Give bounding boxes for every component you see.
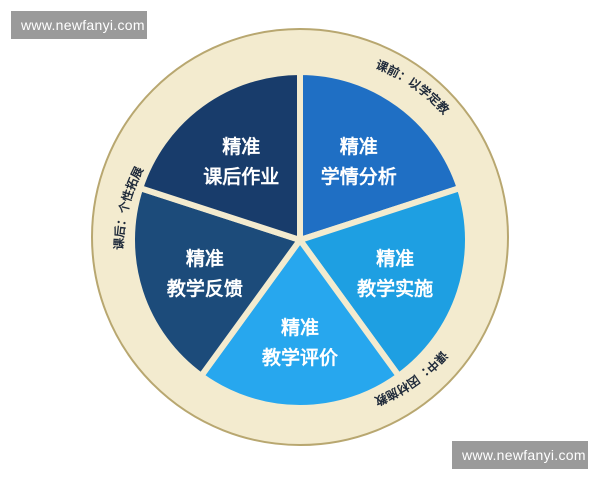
watermark-bottom: www.newfanyi.com <box>452 441 588 469</box>
segment-homework <box>136 68 303 245</box>
segment-analysis-line2: 学情分析 <box>321 165 397 188</box>
segment-evaluation-line2: 教学评价 <box>262 346 339 369</box>
segment-feedback-line1: 精准 <box>186 247 224 270</box>
segment-evaluation-line1: 精准 <box>281 316 319 339</box>
segment-implementation-line2: 教学实施 <box>357 277 433 300</box>
segment-implementation <box>295 184 471 381</box>
segment-implementation-line1: 精准 <box>376 247 414 270</box>
segment-feedback-line2: 教学反馈 <box>167 277 243 300</box>
watermark-top: www.newfanyi.com <box>11 11 147 39</box>
segment-feedback <box>129 184 305 381</box>
segment-analysis-line1: 精准 <box>340 135 378 158</box>
segment-evaluation <box>197 234 403 411</box>
segment-homework-line1: 精准 <box>222 135 260 158</box>
segment-homework-line2: 课后作业 <box>203 165 279 188</box>
pie-segments <box>129 68 471 411</box>
